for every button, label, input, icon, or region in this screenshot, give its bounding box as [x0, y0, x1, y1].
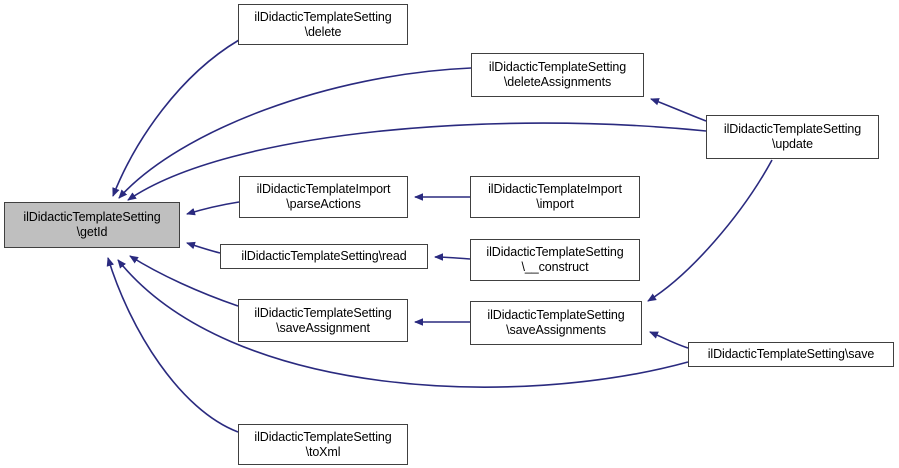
edge-save-to-saveassignments	[649, 331, 689, 349]
node-deleteassignments-line1: ilDidacticTemplateSetting	[488, 60, 627, 74]
node-read[interactable]: ilDidacticTemplateSetting\read	[220, 244, 428, 269]
node-toxml-line2: \toXml	[305, 444, 341, 459]
node-import[interactable]: ilDidacticTemplateImport \import	[470, 176, 640, 218]
node-update-line1: ilDidacticTemplateSetting	[723, 122, 862, 136]
edge-delete-to-getid	[112, 39, 240, 197]
node-saveassignment[interactable]: ilDidacticTemplateSetting \saveAssignmen…	[238, 299, 408, 342]
node-saveassignments-line1: ilDidacticTemplateSetting	[487, 308, 625, 322]
node-save[interactable]: ilDidacticTemplateSetting\save	[688, 342, 894, 367]
edge-update-to-saveassignments	[647, 159, 773, 302]
edge-read-to-getid	[186, 241, 221, 254]
node-construct[interactable]: ilDidacticTemplateSetting \__construct	[470, 239, 640, 281]
node-delete[interactable]: ilDidacticTemplateSetting \delete	[238, 4, 408, 45]
node-construct-line2: \__construct	[521, 260, 589, 274]
node-save-line1: ilDidacticTemplateSetting\save	[707, 347, 875, 361]
edge-construct-to-read	[434, 253, 471, 261]
node-getid-line1: ilDidacticTemplateSetting	[23, 210, 161, 224]
node-toxml[interactable]: ilDidacticTemplateSetting \toXml	[238, 424, 408, 465]
edge-toxml-to-getid	[106, 257, 239, 433]
node-parseactions-line1: ilDidacticTemplateImport	[256, 182, 391, 196]
node-getid[interactable]: ilDidacticTemplateSetting \getId	[4, 202, 180, 248]
node-import-line2: \import	[536, 197, 574, 211]
node-update[interactable]: ilDidacticTemplateSetting \update	[706, 115, 879, 159]
node-toxml-line1: ilDidacticTemplateSetting	[254, 429, 392, 444]
node-import-line1: ilDidacticTemplateImport	[488, 182, 622, 196]
node-parseactions-line2: \parseActions	[286, 197, 361, 211]
node-read-line1: ilDidacticTemplateSetting\read	[241, 249, 407, 263]
node-saveassignments[interactable]: ilDidacticTemplateSetting \saveAssignmen…	[470, 301, 642, 345]
node-parseactions[interactable]: ilDidacticTemplateImport \parseActions	[239, 176, 408, 218]
node-getid-line2: \getId	[76, 225, 108, 239]
node-deleteassignments-line2: \deleteAssignments	[503, 75, 612, 89]
node-delete-line1: ilDidacticTemplateSetting	[254, 9, 392, 24]
node-construct-line1: ilDidacticTemplateSetting	[486, 245, 624, 259]
edge-parseactions-to-getid	[186, 201, 240, 216]
node-saveassignments-line2: \saveAssignments	[506, 323, 606, 337]
node-saveassignment-line2: \saveAssignment	[276, 320, 370, 335]
edge-update-to-deleteassignments	[650, 98, 707, 122]
node-delete-line2: \delete	[304, 24, 342, 39]
node-update-line2: \update	[771, 137, 813, 151]
node-deleteassignments[interactable]: ilDidacticTemplateSetting \deleteAssignm…	[471, 53, 644, 97]
node-saveassignment-line1: ilDidacticTemplateSetting	[254, 305, 392, 320]
